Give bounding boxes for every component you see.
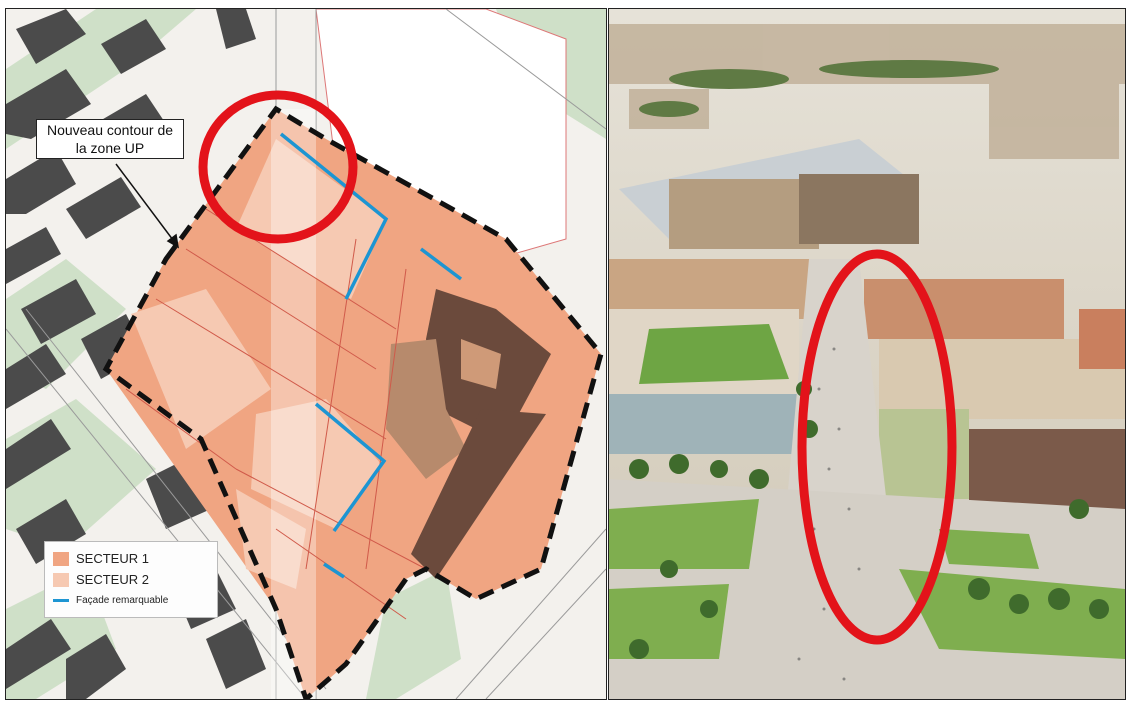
legend-row-secteur-1: SECTEUR 1 — [53, 548, 209, 569]
trees — [629, 381, 1109, 659]
secteur-2-band — [271, 109, 316, 699]
legend-label-secteur-2: SECTEUR 2 — [76, 572, 149, 587]
up-zone-boundary — [102, 105, 604, 699]
secteur-1-area — [106, 109, 601, 699]
map-legend: SECTEUR 1 SECTEUR 2 Façade remarquable — [44, 541, 218, 618]
lawns — [609, 499, 1125, 659]
callout-arrow — [115, 163, 180, 249]
legend-label-secteur-1: SECTEUR 1 — [76, 551, 149, 566]
right-buildings — [864, 279, 1125, 519]
station-hall — [799, 174, 919, 244]
urban-plan-map: Nouveau contour de la zone UP SECTEUR 1 … — [5, 8, 607, 700]
legend-row-secteur-2: SECTEUR 2 — [53, 569, 209, 590]
highlight-circle — [198, 90, 358, 244]
left-buildings — [609, 259, 809, 454]
remarkable-facades — [279, 132, 463, 579]
legend-swatch-facade — [53, 599, 69, 602]
aerial-drawing — [609, 9, 1125, 699]
existing-buildings — [386, 289, 551, 579]
zone-callout-label: Nouveau contour de la zone UP — [36, 119, 184, 159]
legend-label-facade: Façade remarquable — [76, 595, 169, 606]
legend-swatch-secteur-2 — [53, 572, 69, 587]
legend-swatch-secteur-1 — [53, 551, 69, 566]
plan-map-drawing — [6, 9, 606, 699]
station-facade — [669, 179, 819, 249]
highlight-ellipse — [797, 249, 957, 645]
legend-row-facade: Façade remarquable — [53, 590, 209, 611]
distant-trees — [639, 60, 999, 117]
aerial-rendering — [608, 8, 1126, 700]
